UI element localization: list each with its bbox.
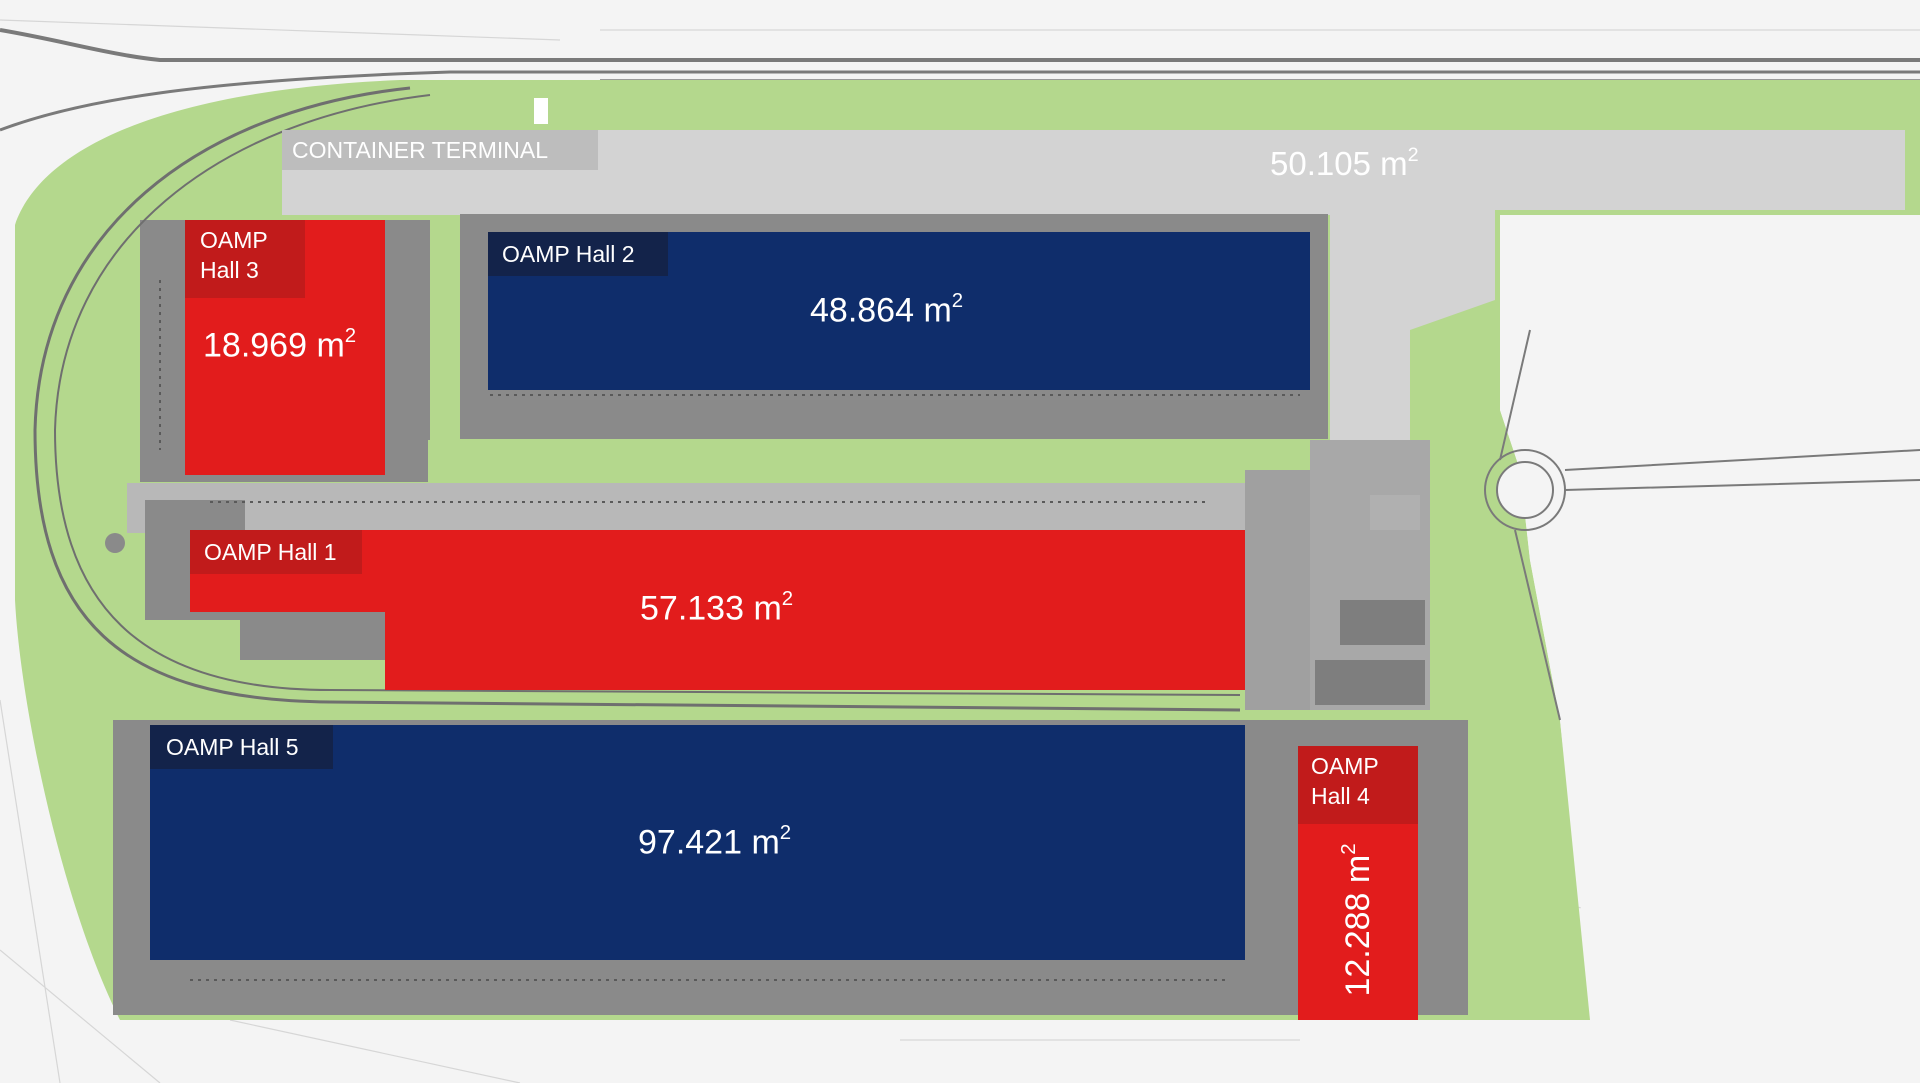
hall-5-label: OAMP Hall 5 <box>150 725 333 769</box>
container-terminal-label: CONTAINER TERMINAL <box>282 130 598 170</box>
gate-marker <box>534 98 548 124</box>
loading-docks <box>159 280 1300 981</box>
hall-3-label-line1: OAMP <box>200 227 268 253</box>
green-strip <box>428 440 1224 482</box>
hall-2-area: 48.864 m2 <box>810 290 964 330</box>
hall-3-label: OAMP Hall 3 <box>185 220 305 298</box>
hall-4-area: 12.288 m2 <box>1337 843 1378 997</box>
container-terminal-area: 50.105 m2 <box>1270 144 1419 182</box>
hall-1-label: OAMP Hall 1 <box>190 530 362 574</box>
hall-1-area: 57.133 m2 <box>640 588 794 628</box>
hall-4-label-line2: Hall 4 <box>1311 782 1370 809</box>
roundabout <box>1484 329 1920 721</box>
parking-blocks <box>1315 495 1425 705</box>
hall-4-label: OAMP Hall 4 <box>1298 746 1418 824</box>
hall-4-label-line1: OAMP <box>1311 753 1379 779</box>
tank-marker <box>105 533 125 553</box>
hall-2-label: OAMP Hall 2 <box>488 232 668 276</box>
hall-3-label-line2: Hall 3 <box>200 256 259 283</box>
loop-road <box>33 86 1241 712</box>
terminal-paving <box>282 130 1905 440</box>
hall-5-area: 97.421 m2 <box>638 822 792 862</box>
hall-3-area: 18.969 m2 <box>203 325 357 365</box>
